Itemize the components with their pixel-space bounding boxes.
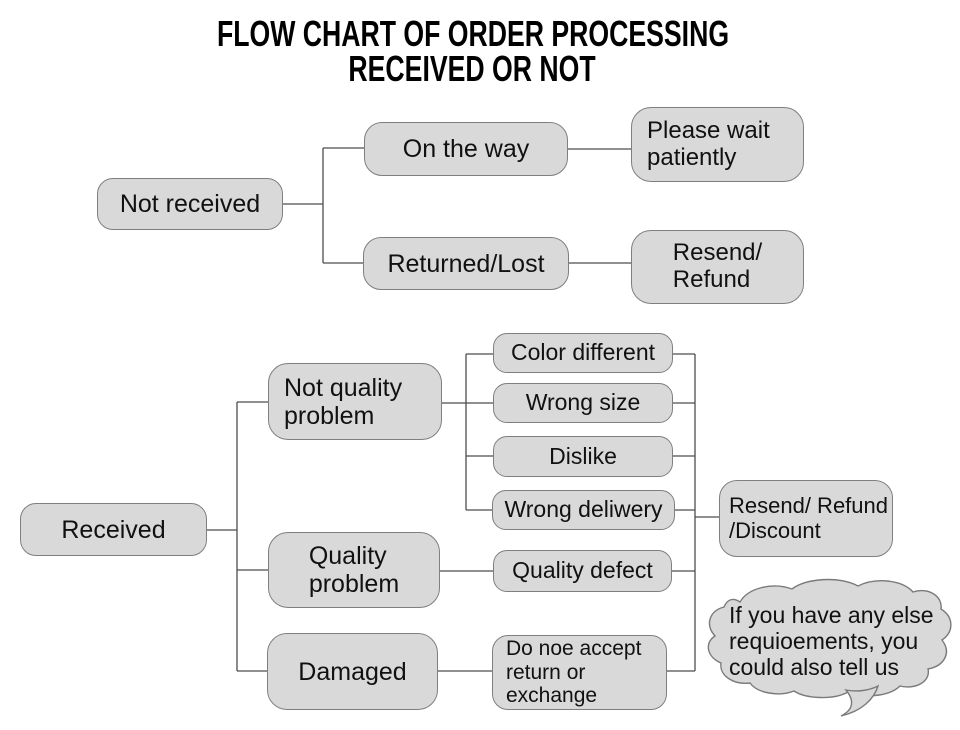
node-quality-problem-label: Quality problem bbox=[308, 542, 400, 598]
node-not-received: Not received bbox=[97, 178, 283, 230]
connector-not-received-branches bbox=[283, 147, 631, 264]
node-not-quality-problem: Not quality problem bbox=[268, 363, 442, 440]
speech-bubble-text: If you have any else requioements, you c… bbox=[729, 602, 934, 680]
node-wrong-size-label: Wrong size bbox=[525, 389, 641, 416]
node-no-return-exchange-label: Do noe accept return or exchange bbox=[506, 637, 642, 708]
node-color-different-label: Color different bbox=[510, 339, 656, 366]
node-resend-refund-discount-label: Resend/ Refund /Discount bbox=[729, 492, 888, 543]
node-received: Received bbox=[20, 503, 207, 556]
node-dislike: Dislike bbox=[493, 436, 673, 477]
node-quality-problem: Quality problem bbox=[268, 532, 440, 608]
node-quality-defect-label: Quality defect bbox=[512, 557, 653, 584]
node-dislike-label: Dislike bbox=[549, 442, 617, 469]
node-please-wait: Please wait patiently bbox=[631, 107, 804, 182]
node-not-quality-problem-label: Not quality problem bbox=[284, 373, 403, 430]
node-damaged: Damaged bbox=[267, 633, 438, 710]
speech-bubble-tail bbox=[840, 684, 880, 717]
node-not-received-label: Not received bbox=[119, 190, 261, 218]
node-color-different: Color different bbox=[493, 333, 673, 373]
node-please-wait-label: Please wait patiently bbox=[647, 116, 770, 171]
node-received-label: Received bbox=[61, 515, 166, 544]
node-wrong-delivery: Wrong deliwery bbox=[492, 490, 675, 530]
node-on-the-way-label: On the way bbox=[402, 135, 530, 163]
node-no-return-exchange: Do noe accept return or exchange bbox=[492, 635, 667, 710]
node-resend-refund-label: Resend/ Refund bbox=[672, 239, 763, 293]
node-returned-lost-label: Returned/Lost bbox=[387, 249, 545, 278]
speech-bubble-shape bbox=[707, 578, 952, 699]
node-returned-lost: Returned/Lost bbox=[363, 237, 569, 290]
node-quality-defect: Quality defect bbox=[493, 550, 672, 592]
node-wrong-delivery-label: Wrong deliwery bbox=[504, 496, 663, 523]
page-title-line1: FLOW CHART OF ORDER PROCESSING bbox=[216, 13, 729, 54]
page-title: FLOW CHART OF ORDER PROCESSING RECEIVED … bbox=[0, 13, 945, 89]
node-wrong-size: Wrong size bbox=[493, 383, 673, 423]
connector-notquality-reasons bbox=[442, 353, 493, 511]
node-resend-refund-discount: Resend/ Refund /Discount bbox=[719, 480, 893, 557]
node-on-the-way: On the way bbox=[364, 122, 568, 176]
page-title-line2: RECEIVED OR NOT bbox=[348, 48, 597, 89]
connector-received-branches bbox=[207, 401, 268, 672]
connector-outcomes-merge bbox=[667, 353, 719, 672]
node-damaged-label: Damaged bbox=[298, 657, 407, 686]
node-resend-refund: Resend/ Refund bbox=[631, 230, 804, 304]
